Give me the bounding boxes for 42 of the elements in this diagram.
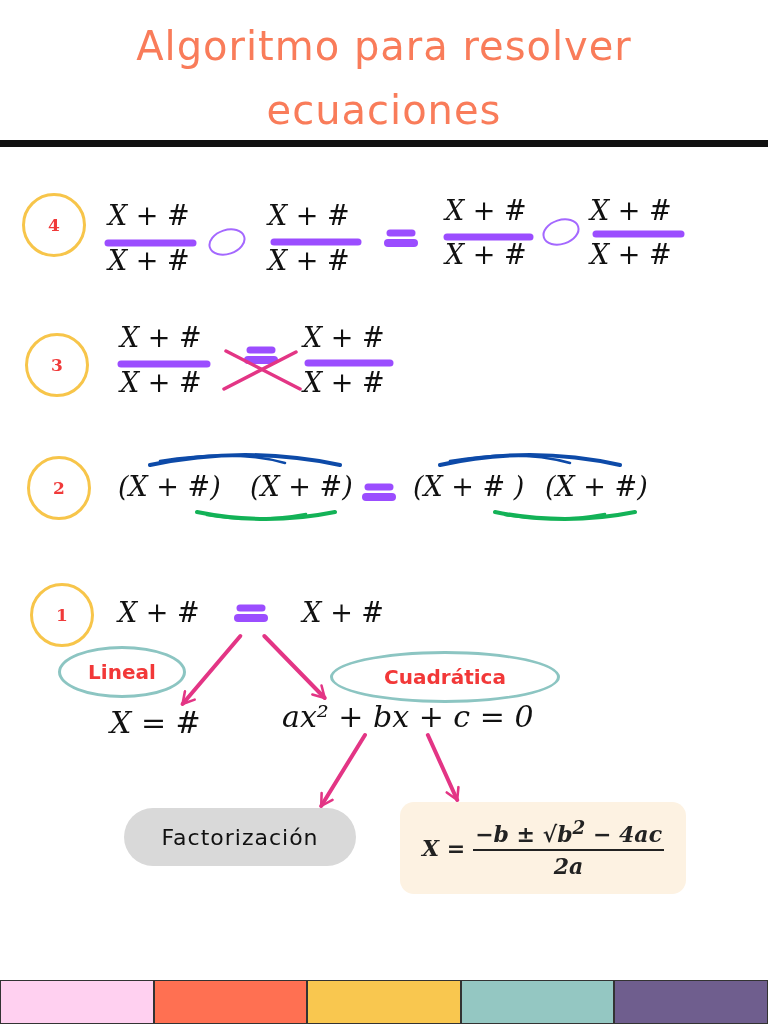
expression-text: X + # — [118, 598, 200, 628]
expression-text: X + # — [120, 368, 202, 398]
arrow — [262, 634, 327, 700]
expression-text: X + # — [445, 196, 527, 226]
expression-text: X = # — [110, 706, 201, 739]
expression-text: (X + # ) — [413, 472, 525, 502]
expression-text: X + # — [590, 196, 672, 226]
expression-text: X + # — [303, 323, 385, 353]
expression-text: X + # — [120, 323, 202, 353]
step-number-circle — [30, 583, 94, 647]
step-number: 3 — [51, 355, 63, 375]
expression-text: (X + #) — [250, 472, 353, 502]
expression-text: X + # — [268, 246, 350, 276]
expression-text: X + # — [108, 246, 190, 276]
ellipse-tag — [58, 646, 186, 698]
step-number-circle — [25, 333, 89, 397]
step-number: 4 — [48, 215, 60, 235]
ellipse-tag — [330, 651, 560, 703]
step-number-circle — [27, 456, 91, 520]
step-number-circle — [22, 193, 86, 257]
expression-text: X + # — [303, 368, 385, 398]
expression-text: X + # — [268, 201, 350, 231]
formula-text: X = — [421, 835, 466, 861]
title: Algoritmo para resolver ecuaciones — [135, 22, 633, 135]
arrow — [319, 733, 367, 808]
expression-text: X + # — [590, 240, 672, 270]
expression-text: X + # — [445, 240, 527, 270]
step-number: 2 — [53, 478, 65, 498]
formula-text: −b ± √b$^{2}$ − 4ac — [473, 816, 665, 852]
formula-text: 2a — [553, 852, 584, 880]
expression-text: (X + #) — [545, 472, 648, 502]
step-number: 1 — [56, 605, 68, 625]
arrow — [180, 634, 243, 706]
tag-text: Cuadrática — [384, 665, 506, 689]
expression-text: X + # — [302, 598, 384, 628]
tag-text: Lineal — [88, 660, 156, 684]
expression-text: X + # — [108, 201, 190, 231]
box-text: Factorización — [161, 824, 319, 850]
arrow — [425, 733, 460, 802]
formula-box — [400, 802, 686, 894]
expression-text: (X + #) — [118, 472, 221, 502]
expression-text: ax² + bx + c = 0 — [282, 700, 534, 733]
